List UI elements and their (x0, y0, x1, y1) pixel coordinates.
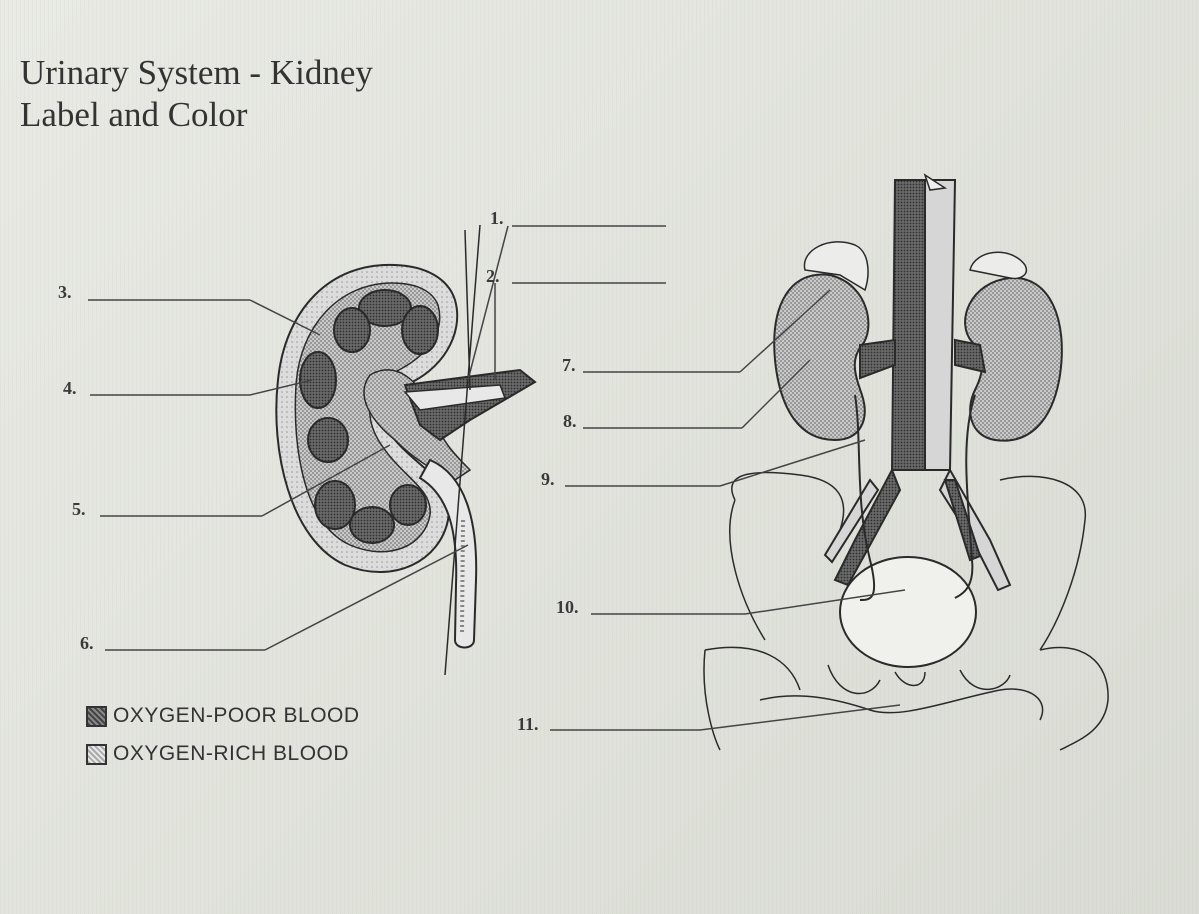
ureter-left (854, 394, 876, 601)
right-leader-lines (550, 289, 906, 731)
worksheet-title: Urinary System - Kidney Label and Color (20, 52, 373, 136)
label-6-number: 6. (80, 633, 94, 653)
title-line-1: Urinary System - Kidney (20, 53, 373, 92)
kidney-right (964, 276, 1063, 442)
ureter-right (954, 394, 976, 599)
label-8-number: 8. (563, 411, 577, 431)
renal-vessels (403, 368, 537, 442)
legend-oxygen-poor-label: OXYGEN-POOR BLOOD (113, 704, 360, 727)
label-11-number: 11. (517, 714, 539, 734)
urinary-system-figure (703, 173, 1109, 751)
label-7-number: 7. (562, 355, 576, 375)
kidney-left (773, 273, 870, 442)
label-4-number: 4. (63, 378, 77, 398)
urinary-bladder (839, 556, 977, 668)
label-9-number: 9. (541, 469, 555, 489)
label-2-number: 2. (486, 266, 500, 286)
legend-oxygen-poor: OXYGEN-POOR BLOOD (86, 704, 360, 728)
label-10-number: 10. (556, 597, 579, 617)
pelvic-bone (703, 471, 1109, 751)
oxygen-poor-swatch (86, 705, 107, 727)
left-leader-lines (88, 225, 666, 651)
vena-cava (890, 179, 930, 471)
kidney-cross-section (275, 224, 537, 676)
renal-pyramids (299, 289, 439, 544)
title-line-2: Label and Color (20, 95, 248, 134)
legend-oxygen-rich-label: OXYGEN-RICH BLOOD (113, 742, 350, 765)
label-5-number: 5. (72, 499, 86, 519)
label-1-number: 1. (490, 208, 504, 228)
oxygen-rich-swatch (86, 743, 107, 765)
legend-oxygen-rich: OXYGEN-RICH BLOOD (86, 742, 349, 766)
label-3-number: 3. (58, 282, 72, 302)
aorta (924, 179, 957, 471)
